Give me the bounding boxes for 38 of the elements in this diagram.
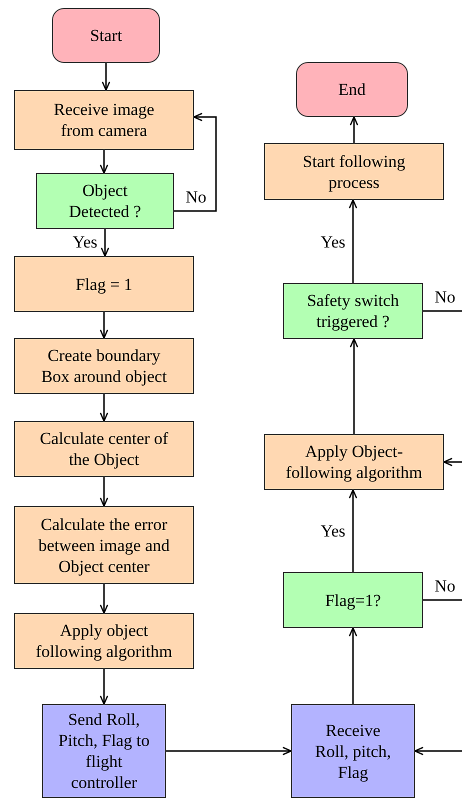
process-box: Calculate center of the Object	[14, 421, 194, 477]
process-box: Send Roll, Pitch, Flag to flight controller	[42, 704, 166, 798]
process-box: Receive Roll, pitch, Flag	[291, 704, 415, 798]
arrow	[350, 338, 358, 434]
arrow	[100, 229, 110, 257]
edge-label: No	[186, 188, 206, 206]
arrow	[174, 112, 217, 212]
arrow	[348, 489, 358, 572]
arrow	[100, 669, 108, 705]
arrow	[102, 63, 110, 91]
process-box: Create boundary Box around object	[14, 338, 194, 394]
arrow	[414, 746, 462, 756]
arrow	[100, 150, 108, 174]
process-box: Calculate the error between image and Object center	[14, 506, 194, 584]
process-box: Apply object following algorithm	[14, 613, 194, 669]
process-box: Apply Object-following algorithm	[264, 434, 444, 490]
process-box: Flag = 1	[14, 256, 194, 312]
arrow	[350, 116, 358, 143]
arrow	[100, 477, 108, 507]
process-box: Start following process	[264, 143, 444, 200]
edge-label: Yes	[320, 233, 346, 250]
edge-label: No	[434, 288, 456, 306]
decision-box: Safety switch triggered ?	[283, 283, 423, 339]
edge-label: Yes	[320, 522, 346, 540]
decision-box: Object Detected ?	[36, 173, 174, 229]
arrow	[348, 627, 358, 704]
arrow	[100, 394, 108, 422]
arrow	[100, 312, 108, 339]
terminal-box: End	[296, 62, 408, 117]
process-box: Receive image from camera	[14, 90, 194, 150]
terminal-box: Start	[52, 8, 160, 63]
decision-box: Flag=1?	[283, 572, 423, 628]
arrow	[166, 746, 292, 756]
edge-label: Yes	[72, 234, 98, 250]
arrow	[348, 199, 358, 283]
arrow	[100, 584, 108, 614]
arrow	[443, 458, 462, 466]
edge-label: No	[434, 578, 456, 594]
